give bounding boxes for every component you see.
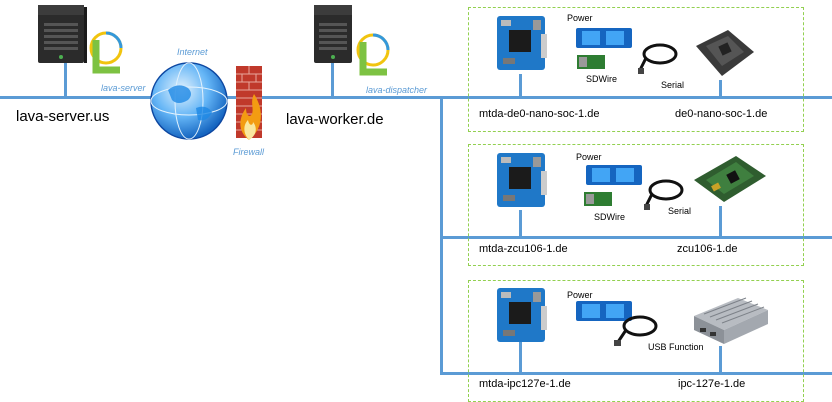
power-label: Power [576,152,602,162]
ipc-target-drop-line [719,346,722,374]
globe-icon [150,62,228,140]
sdwire-label: SDWire [594,212,625,222]
target-industrial-pc-icon [694,297,768,344]
group-box-de0 [468,7,804,132]
mtda-board-icon [497,153,547,207]
target-board-icon [694,156,766,202]
mtda-board-icon [497,16,547,70]
lab-vertical-network-line [440,96,443,374]
firewall-label: Firewall [233,147,265,157]
zcu-target-drop-line [719,206,722,238]
serial-cable-icon [644,179,684,210]
power-label: Power [567,290,593,300]
relay-icon [576,301,632,321]
mtda-hostname: mtda-zcu106-1.de [479,243,568,255]
lava-logo-icon [89,31,123,74]
power-label: Power [567,13,593,23]
de0-target-drop-line [719,80,722,98]
server-hostname: lava-server.us [16,108,110,125]
main-network-line [0,96,832,99]
ipc127e-network-line [440,372,832,375]
mtda-hostname: mtda-de0-nano-soc-1.de [479,108,600,120]
target-hostname: zcu106-1.de [677,243,738,255]
usb-function-label: USB Function [648,342,704,352]
worker-hostname: lava-worker.de [286,111,384,128]
worker-tower-icon [314,5,352,63]
worker-drop-line [331,62,334,98]
zcu106-network-line [440,236,832,239]
serial-cable-icon [638,43,678,74]
mtda-board-icon [497,288,547,342]
usb-cable-icon [614,315,658,346]
sdwire-label: SDWire [586,74,617,84]
firewall-icon [236,66,262,140]
ipc-mtda-drop-line [519,342,522,374]
de0-mtda-drop-line [519,74,522,98]
server-tower-icon [38,5,87,63]
server-drop-line [64,62,67,98]
target-hostname: de0-nano-soc-1.de [675,108,768,120]
mtda-hostname: mtda-ipc127e-1.de [479,378,571,390]
target-board-icon [696,30,754,76]
relay-icon [586,165,642,185]
target-hostname: ipc-127e-1.de [678,378,746,390]
group-box-zcu106 [468,144,804,266]
lava-dispatcher-logo-icon [356,33,390,76]
serial-label: Serial [668,206,692,216]
relay-icon [576,28,632,48]
internet-label: Internet [177,47,208,57]
sdwire-icon [577,55,605,69]
zcu-mtda-drop-line [519,210,522,238]
lava-dispatcher-label: lava-dispatcher [366,85,428,95]
sdwire-icon [584,192,612,206]
serial-label: Serial [661,80,685,90]
lava-server-label: lava-server [101,83,146,93]
